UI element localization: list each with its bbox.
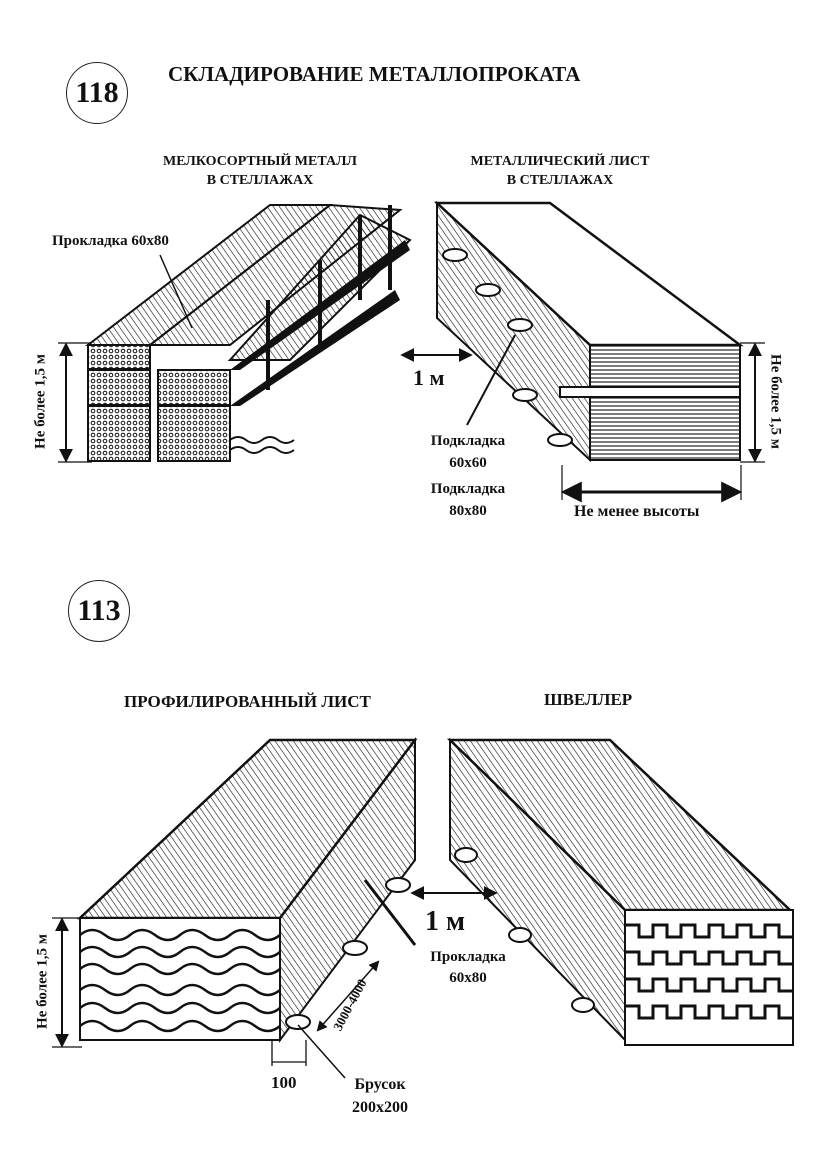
height-dimension-profiled <box>52 917 82 1048</box>
width-dimension <box>560 465 743 503</box>
section-number-badge: 118 <box>66 62 128 124</box>
heading-small-metal-line1: МЕЛКОСОРТНЫЙ МЕТАЛЛ <box>163 154 357 169</box>
gap-label-1m-2: 1 м <box>425 906 466 937</box>
metal-sheet-stack-drawing <box>433 200 744 463</box>
heading-small-metal-line2: В СТЕЛЛАЖАХ <box>206 173 314 188</box>
dim-100-bracket <box>271 1040 307 1066</box>
heading-metal-sheet-line2: В СТЕЛЛАЖАХ <box>506 173 614 188</box>
pad-label-60x60: Подкладка 60х60 <box>408 430 528 474</box>
pad-label-60x60-line2: 60х60 <box>449 455 487 471</box>
height-dimension-right <box>740 342 765 463</box>
pad-label-60x60-line1: Подкладка <box>430 433 506 449</box>
profiled-sheet-stack-drawing <box>76 737 418 1043</box>
page-title: СКЛАДИРОВАНИЕ МЕТАЛЛОПРОКАТА <box>168 62 581 86</box>
length-dimension <box>316 960 380 1032</box>
small-metal-rack-drawing <box>85 203 412 462</box>
dim-label-100: 100 <box>271 1073 297 1092</box>
heading-profiled-sheet: ПРОФИЛИРОВАННЫЙ ЛИСТ <box>124 692 371 711</box>
spacer-label-60x80-2-line1: Прокладка <box>430 949 506 965</box>
beam-label-200x200: Брусок 200х200 <box>330 1073 430 1119</box>
heading-metal-sheet: МЕТАЛЛИЧЕСКИЙ ЛИСТ В СТЕЛЛАЖАХ <box>440 152 680 190</box>
width-label-not-less-height: Не менее высоты <box>574 503 700 520</box>
height-dimension-left <box>58 342 92 463</box>
pad-label-80x80-line1: Подкладка <box>430 481 506 497</box>
section-number-2: 113 <box>77 594 121 627</box>
beam-label-line2: 200х200 <box>352 1099 408 1116</box>
heading-metal-sheet-line1: МЕТАЛЛИЧЕСКИЙ ЛИСТ <box>470 154 650 169</box>
section-number: 118 <box>75 76 119 109</box>
section-number-badge-2: 113 <box>68 580 130 642</box>
pad-label-80x80: Подкладка 80х80 <box>408 478 528 522</box>
heading-small-metal: МЕЛКОСОРТНЫЙ МЕТАЛЛ В СТЕЛЛАЖАХ <box>140 152 380 190</box>
spacer-label-60x80-2: Прокладка 60х80 <box>412 947 524 989</box>
spacer-leader-line <box>363 879 417 946</box>
pad-label-80x80-line2: 80х80 <box>449 503 487 519</box>
spacer-label-60x80: Прокладка 60х80 <box>52 233 169 249</box>
gap-label-1m: 1 м <box>413 365 445 390</box>
spacer-label-60x80-2-line2: 60х80 <box>449 970 487 986</box>
beam-label-line1: Брусок <box>354 1076 406 1093</box>
beam-leader-line <box>297 1024 346 1079</box>
heading-channel: ШВЕЛЛЕР <box>544 690 633 709</box>
channel-stack-drawing <box>446 737 794 1046</box>
